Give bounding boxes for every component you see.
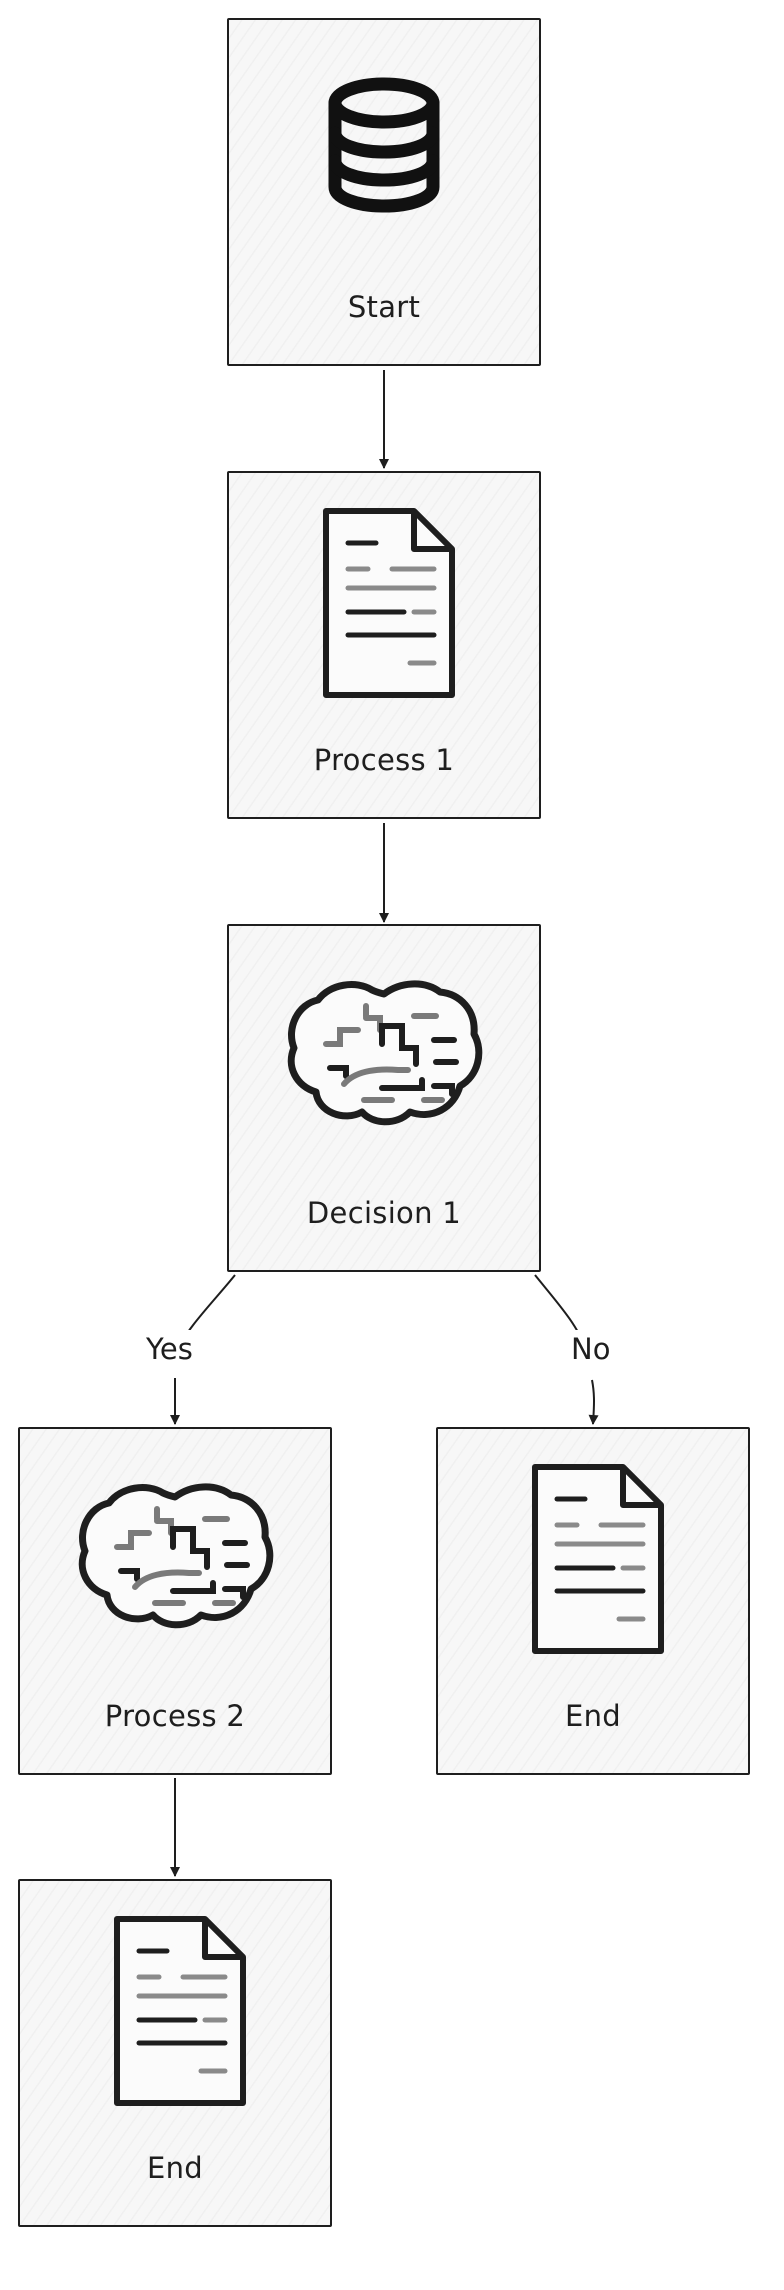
node-label: End bbox=[146, 2151, 203, 2185]
edge-label-yes: Yes bbox=[142, 1330, 197, 1368]
node-label: Start bbox=[347, 290, 421, 324]
document-icon bbox=[532, 1464, 664, 1654]
node-decision-1[interactable]: Decision 1 bbox=[227, 924, 541, 1272]
database-icon bbox=[328, 77, 440, 213]
document-icon bbox=[114, 1916, 246, 2106]
node-process-1[interactable]: Process 1 bbox=[227, 471, 541, 819]
brain-icon bbox=[78, 1483, 274, 1629]
node-label: Decision 1 bbox=[306, 1196, 462, 1230]
edge-label-no: No bbox=[567, 1330, 615, 1368]
node-end-yes[interactable]: End bbox=[18, 1879, 332, 2227]
node-label: Process 1 bbox=[313, 743, 455, 777]
node-label: Process 2 bbox=[104, 1699, 246, 1733]
node-end-no[interactable]: End bbox=[436, 1427, 750, 1775]
node-label: End bbox=[564, 1699, 621, 1733]
node-process-2[interactable]: Process 2 bbox=[18, 1427, 332, 1775]
node-start[interactable]: Start bbox=[227, 18, 541, 366]
document-icon bbox=[323, 508, 455, 698]
brain-icon bbox=[287, 980, 483, 1126]
